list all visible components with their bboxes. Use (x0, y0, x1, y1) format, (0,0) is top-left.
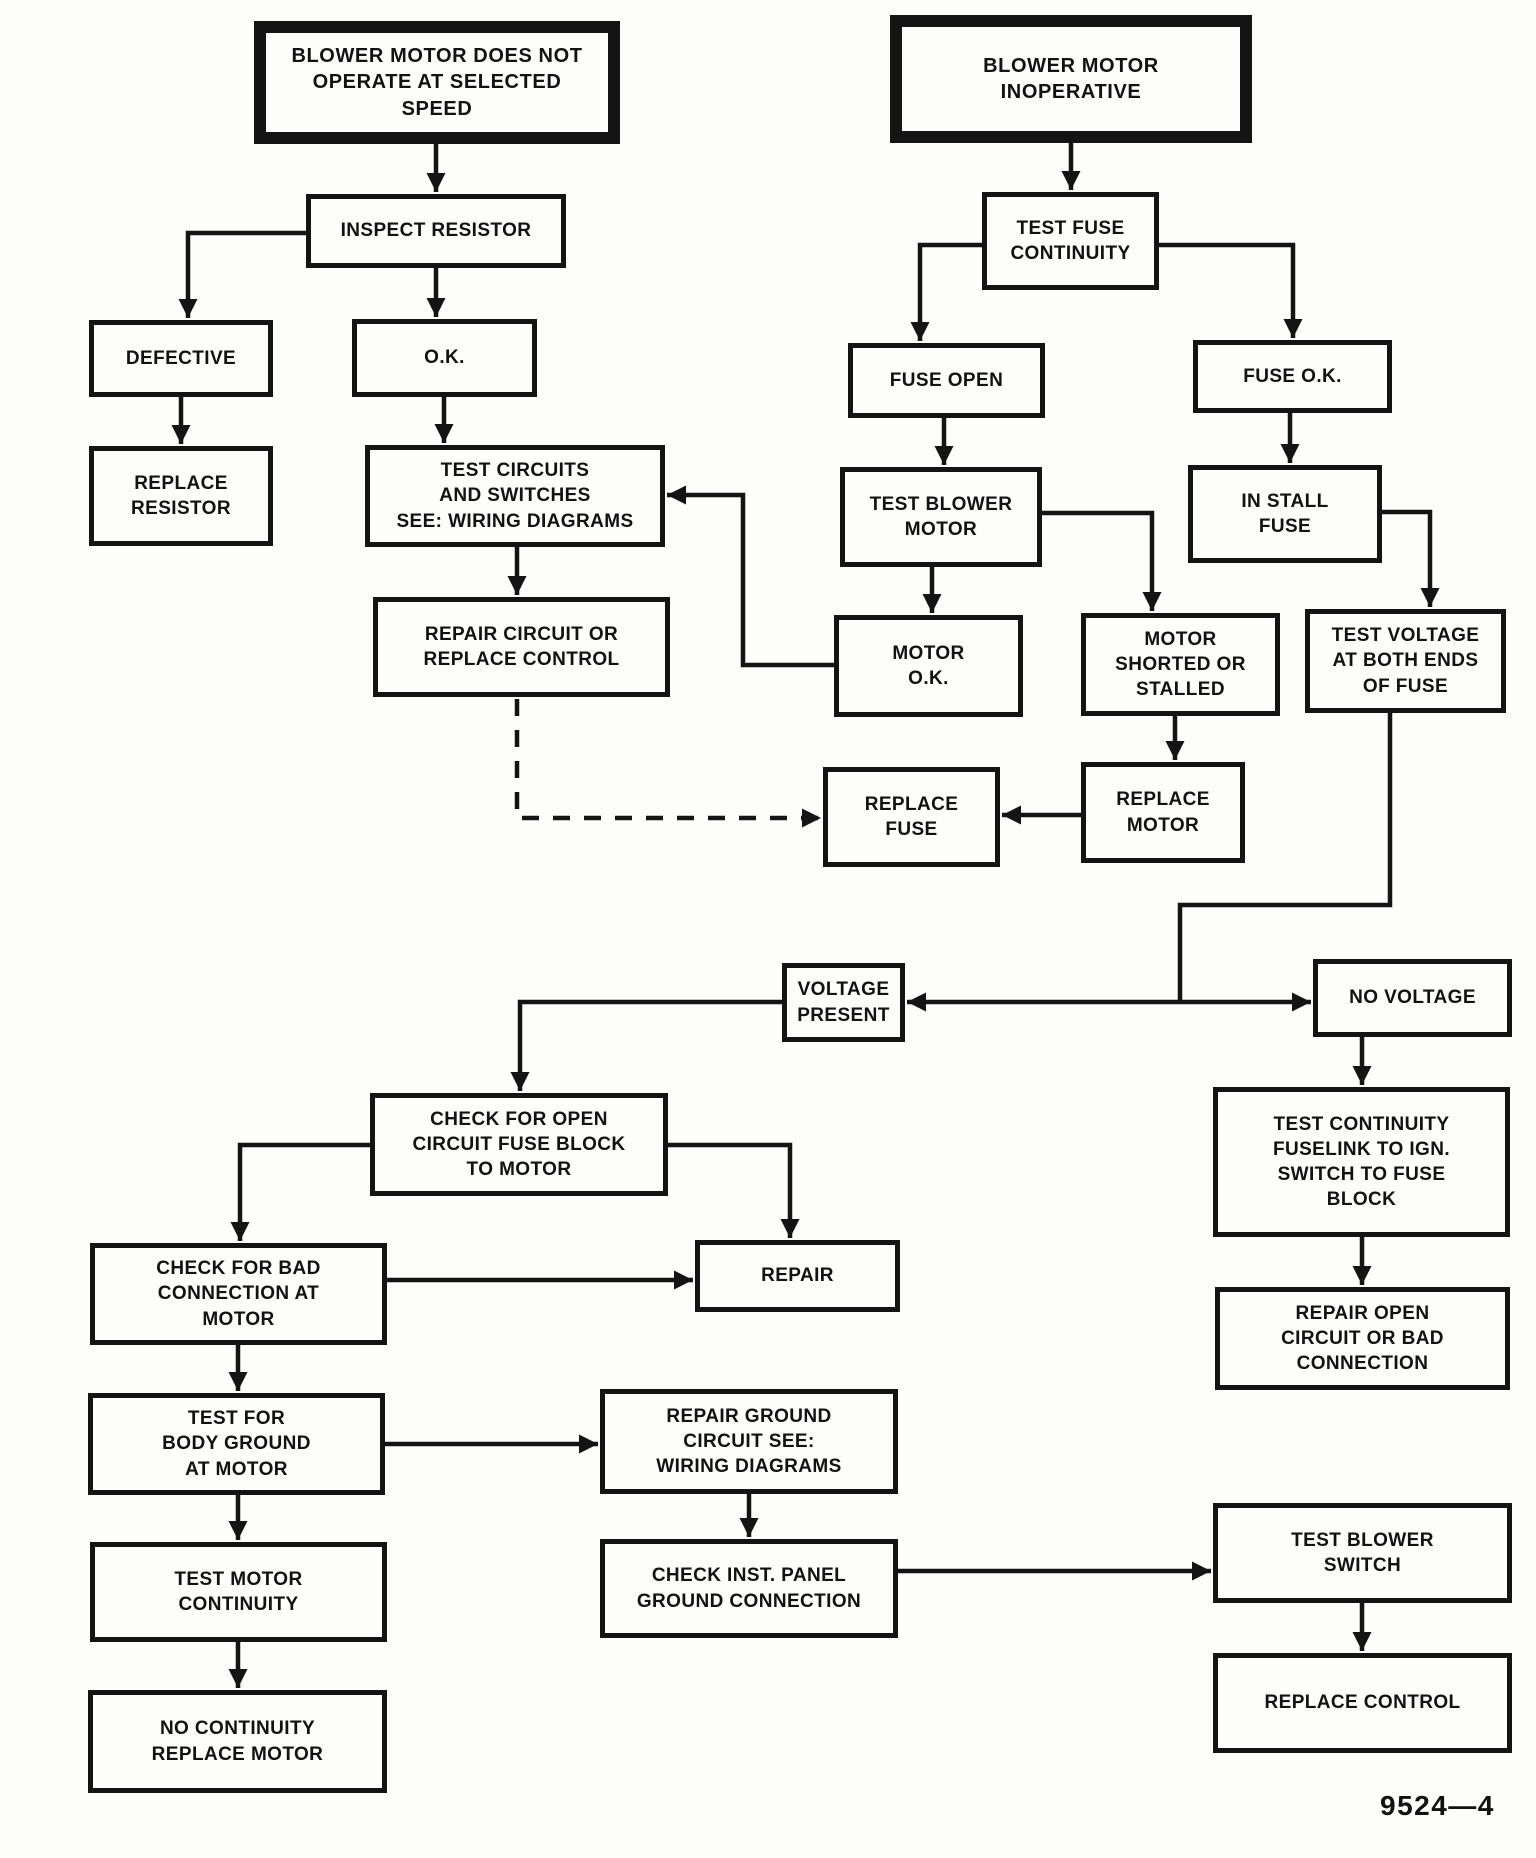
node-check-for-open-circuit: CHECK FOR OPEN CIRCUIT FUSE BLOCK TO MOT… (370, 1093, 668, 1196)
node-motor-ok: MOTOR O.K. (834, 615, 1023, 717)
node-test-motor-continuity: TEST MOTOR CONTINUITY (90, 1542, 387, 1642)
node-blower-motor-does-not-operate: BLOWER MOTOR DOES NOT OPERATE AT SELECTE… (254, 21, 620, 144)
node-test-blower-switch: TEST BLOWER SWITCH (1213, 1503, 1512, 1603)
node-test-continuity-fuselink: TEST CONTINUITY FUSELINK TO IGN. SWITCH … (1213, 1087, 1510, 1237)
node-ok: O.K. (352, 319, 537, 397)
node-test-voltage-both-ends: TEST VOLTAGE AT BOTH ENDS OF FUSE (1305, 609, 1506, 713)
edge-motor-ok-to-test-circuits (667, 485, 834, 668)
edge-inspect-to-defective (178, 230, 306, 318)
node-check-inst-panel-ground: CHECK INST. PANEL GROUND CONNECTION (600, 1539, 898, 1638)
edge-test-blower-to-motor-shorted (1042, 510, 1162, 611)
edge-test-fuse-to-fuse-ok (1159, 242, 1303, 338)
node-motor-shorted-or-stalled: MOTOR SHORTED OR STALLED (1081, 613, 1280, 716)
edge-test-fuse-to-fuse-open (910, 242, 982, 341)
node-test-for-body-ground: TEST FOR BODY GROUND AT MOTOR (88, 1393, 385, 1495)
node-replace-resistor: REPLACE RESISTOR (89, 446, 273, 546)
node-no-voltage: NO VOLTAGE (1313, 959, 1512, 1037)
node-fuse-ok: FUSE O.K. (1193, 340, 1392, 413)
node-repair: REPAIR (695, 1240, 900, 1312)
edge-check-open-to-repair (668, 1142, 800, 1238)
edge-install-fuse-to-test-voltage (1382, 509, 1440, 607)
edge-test-voltage-drop (1177, 713, 1393, 1002)
node-repair-ground-circuit: REPAIR GROUND CIRCUIT SEE: WIRING DIAGRA… (600, 1389, 898, 1494)
edge-check-open-to-check-bad (230, 1142, 370, 1241)
node-fuse-open: FUSE OPEN (848, 343, 1045, 418)
edge-voltage-present-to-check-open (510, 999, 782, 1091)
node-replace-control: REPLACE CONTROL (1213, 1653, 1512, 1753)
node-no-continuity-replace-motor: NO CONTINUITY REPLACE MOTOR (88, 1690, 387, 1793)
node-defective: DEFECTIVE (89, 320, 273, 397)
edge-repair-circuit-to-replace-fuse-dashed (514, 699, 821, 828)
node-test-circuits-and-switches: TEST CIRCUITS AND SWITCHES SEE: WIRING D… (365, 445, 665, 547)
figure-code-label: 9524—4 (1380, 1790, 1495, 1821)
node-install-fuse: IN STALL FUSE (1188, 465, 1382, 563)
node-test-blower-motor: TEST BLOWER MOTOR (840, 467, 1042, 567)
node-repair-circuit-or-replace-control: REPAIR CIRCUIT OR REPLACE CONTROL (373, 597, 670, 697)
node-voltage-present: VOLTAGE PRESENT (782, 963, 905, 1042)
node-inspect-resistor: INSPECT RESISTOR (306, 194, 566, 268)
node-test-fuse-continuity: TEST FUSE CONTINUITY (982, 192, 1159, 290)
node-replace-motor: REPLACE MOTOR (1081, 762, 1245, 863)
node-replace-fuse: REPLACE FUSE (823, 767, 1000, 867)
node-repair-open-circuit: REPAIR OPEN CIRCUIT OR BAD CONNECTION (1215, 1287, 1510, 1390)
node-check-for-bad-connection: CHECK FOR BAD CONNECTION AT MOTOR (90, 1243, 387, 1345)
node-blower-motor-inoperative: BLOWER MOTOR INOPERATIVE (890, 15, 1252, 143)
